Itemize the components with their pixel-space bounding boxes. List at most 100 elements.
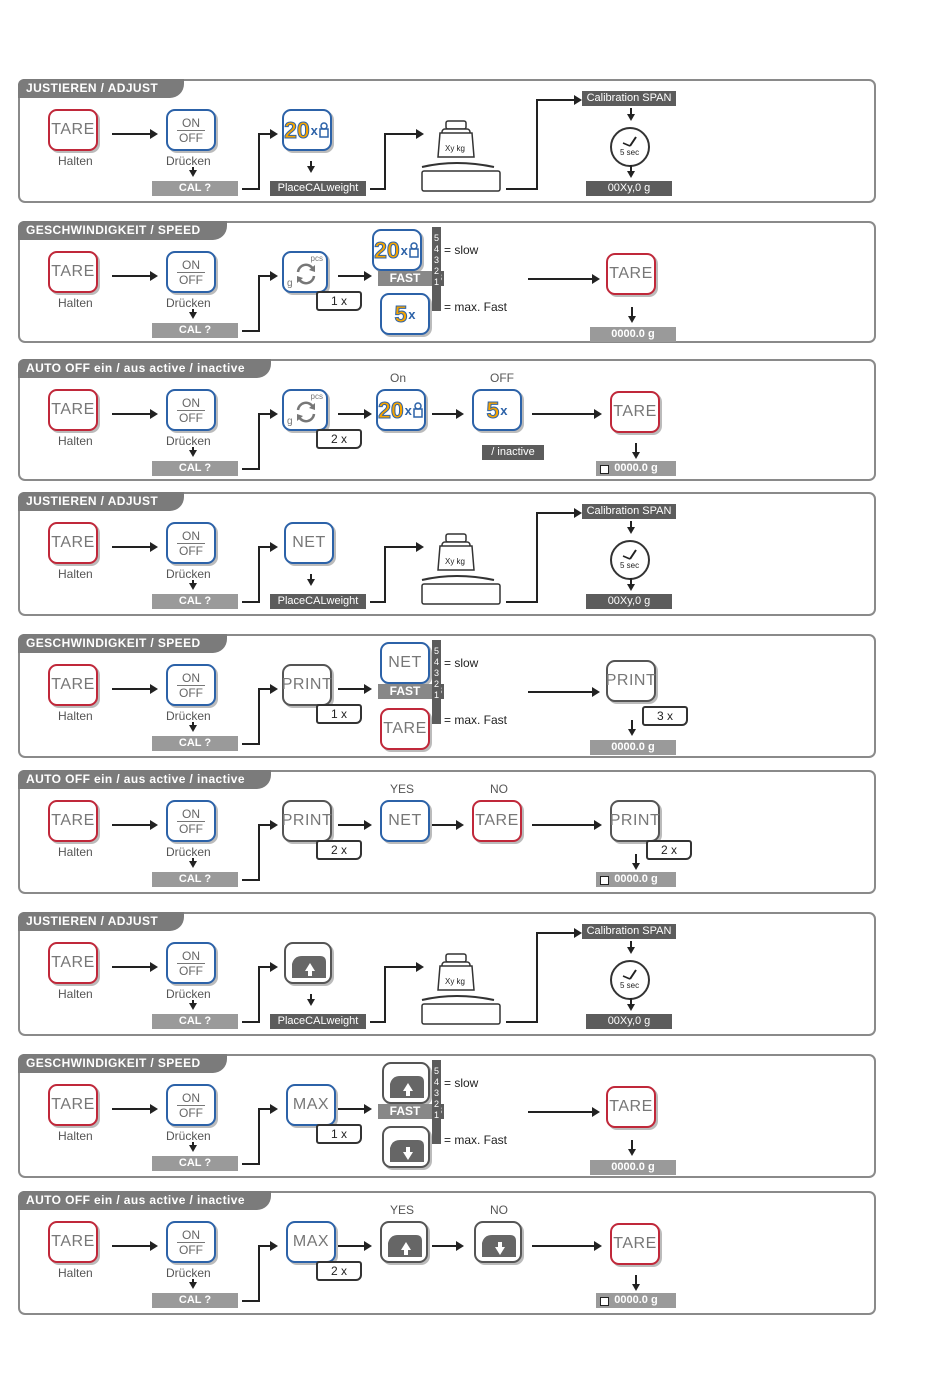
- x-label: x: [404, 402, 412, 418]
- connector-line: [630, 941, 632, 948]
- connector-line: [258, 824, 260, 881]
- net-button[interactable]: NET: [380, 800, 430, 842]
- max-fast-label: = max. Fast: [444, 300, 508, 314]
- arrow-right-icon: [270, 1241, 278, 1251]
- multiplier-badge: 1 x: [316, 1124, 362, 1144]
- section-title: AUTO OFF ein / aus active / inactive: [18, 1191, 271, 1210]
- scale-icon: [421, 953, 501, 1025]
- connector-line: [242, 1300, 258, 1302]
- tare-button[interactable]: TARE: [48, 942, 98, 984]
- down-button[interactable]: [474, 1221, 522, 1263]
- place-cal-weight-label: PlaceCALweight: [270, 1014, 366, 1029]
- down-button[interactable]: [382, 1126, 430, 1168]
- connector-line: [258, 546, 260, 603]
- tare-button[interactable]: TARE: [48, 109, 98, 151]
- arrow-right-icon: [364, 1104, 372, 1114]
- tare-button[interactable]: TARE: [610, 1223, 660, 1265]
- arrow-right-icon: [270, 271, 278, 281]
- connector-line: [630, 108, 632, 115]
- connector-line: [310, 994, 312, 1000]
- connector-line: [536, 932, 574, 934]
- tare-button[interactable]: TARE: [610, 391, 660, 433]
- speed-step: 5: [433, 1066, 439, 1076]
- cal-prompt: CAL ?: [152, 1156, 238, 1171]
- tare-button[interactable]: TARE: [48, 251, 98, 293]
- arrow-down-icon: [189, 861, 197, 868]
- speed-step: 1: [433, 277, 439, 287]
- arrow-down-icon: [189, 583, 197, 590]
- speed-step: 2: [433, 266, 439, 276]
- up-button[interactable]: [380, 1221, 428, 1263]
- tare-option-button[interactable]: TARE: [380, 708, 430, 750]
- fast-text: FAST: [389, 271, 421, 285]
- tare-label: TARE: [51, 534, 95, 551]
- clock-hand-icon: [622, 549, 637, 560]
- connector-line: [528, 278, 592, 280]
- arrow-right-icon: [150, 271, 158, 281]
- connector-line: [528, 1111, 592, 1113]
- connector-line: [242, 330, 258, 332]
- print-button[interactable]: PRINT: [282, 800, 332, 842]
- arrow-down-icon: [189, 1282, 197, 1289]
- up-button[interactable]: [382, 1062, 430, 1104]
- net-button-label: NET: [388, 812, 422, 829]
- tare-label: TARE: [51, 812, 95, 829]
- arrow-down-icon: [189, 450, 197, 457]
- cal-prompt: CAL ?: [152, 1293, 238, 1308]
- tare-button[interactable]: TARE: [48, 389, 98, 431]
- max-button[interactable]: MAX: [286, 1221, 336, 1263]
- print-button[interactable]: PRINT: [282, 664, 332, 706]
- hold-label: Halten: [58, 1266, 93, 1280]
- tare-button[interactable]: TARE: [606, 1086, 656, 1128]
- max-button[interactable]: MAX: [286, 1084, 336, 1126]
- print-button[interactable]: PRINT: [606, 660, 656, 702]
- up-button[interactable]: [284, 942, 332, 984]
- max-button-label: MAX: [292, 1096, 330, 1113]
- tare-option-button[interactable]: TARE: [472, 800, 522, 842]
- five-sec-label: 5 sec: [620, 561, 640, 570]
- print-button[interactable]: PRINT: [610, 800, 660, 842]
- on-label: ON: [177, 949, 205, 964]
- tare-label: TARE: [51, 676, 95, 693]
- cal-prompt: CAL ?: [152, 323, 238, 338]
- connector-line: [370, 601, 384, 603]
- press-label: Drücken: [166, 154, 211, 168]
- arrow-right-icon: [456, 1241, 464, 1251]
- tare-button[interactable]: TARE: [48, 800, 98, 842]
- tare-button[interactable]: TARE: [48, 522, 98, 564]
- press-label: Drücken: [166, 709, 211, 723]
- net-button[interactable]: NET: [380, 642, 430, 684]
- tare-button[interactable]: TARE: [606, 253, 656, 295]
- tare-label: TARE: [613, 403, 657, 420]
- net-button[interactable]: NET: [284, 522, 334, 564]
- tare-button[interactable]: TARE: [48, 664, 98, 706]
- g-label: g: [287, 416, 293, 427]
- connector-line: [112, 1245, 150, 1247]
- place-cal-weight-label: PlaceCALweight: [270, 594, 366, 609]
- off-label: OFF: [179, 131, 203, 145]
- off-label: OFF: [179, 686, 203, 700]
- connector-line: [112, 688, 150, 690]
- connector-line: [635, 1275, 637, 1285]
- arrow-right-icon: [150, 409, 158, 419]
- connector-line: [242, 1163, 258, 1165]
- tare-button[interactable]: TARE: [48, 1221, 98, 1263]
- tare-button[interactable]: TARE: [48, 1084, 98, 1126]
